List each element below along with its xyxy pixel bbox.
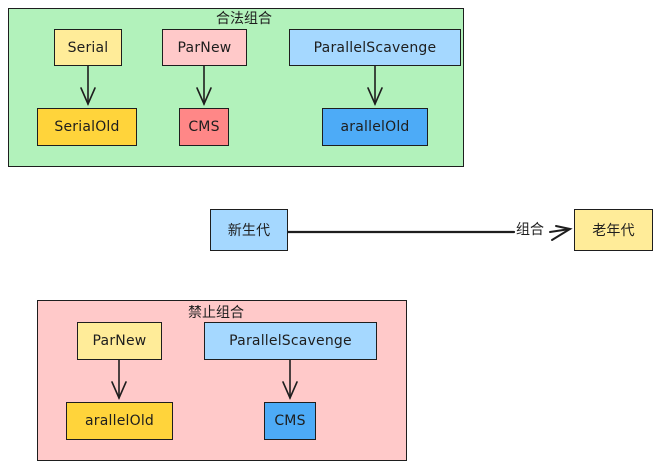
node-parallel-scavenge[interactable]: ParallelScavenge: [289, 29, 461, 66]
node-forbidden-parnew[interactable]: ParNew: [77, 322, 162, 360]
node-serial[interactable]: Serial: [54, 29, 122, 66]
node-forbidden-cms[interactable]: CMS: [264, 402, 316, 440]
node-forbidden-parallel-old[interactable]: arallelOld: [66, 402, 173, 440]
node-serial-old[interactable]: SerialOld: [37, 108, 137, 146]
forbidden-group-title: 禁止组合: [188, 305, 244, 321]
node-old-generation[interactable]: 老年代: [574, 209, 653, 251]
node-forbidden-parallel-scavenge[interactable]: ParallelScavenge: [204, 322, 377, 360]
edge-label-combination: 组合: [516, 222, 544, 238]
node-young-generation[interactable]: 新生代: [210, 209, 288, 251]
node-cms[interactable]: CMS: [179, 108, 229, 146]
node-parallel-old[interactable]: arallelOld: [322, 108, 428, 146]
node-parnew[interactable]: ParNew: [162, 29, 247, 66]
legal-group-title: 合法组合: [216, 11, 272, 27]
